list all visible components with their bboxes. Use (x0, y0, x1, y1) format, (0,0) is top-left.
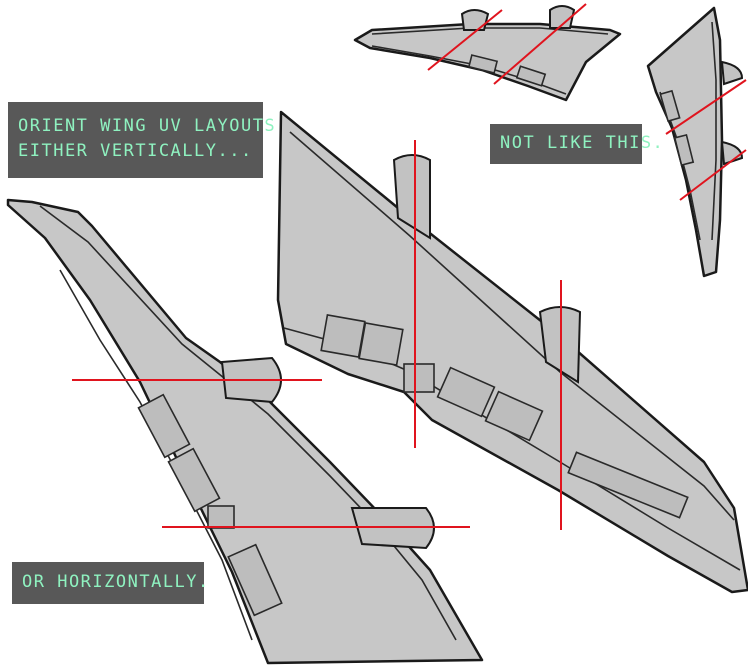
wing-wrong-top-guide-1 (427, 9, 503, 71)
wing-vertical-flap-2 (167, 447, 221, 513)
wing-wrong-right (646, 6, 747, 278)
wing-vertical-flap-1 (137, 393, 191, 459)
caption-horizontal-text: OR HORIZONTALLY. (22, 572, 210, 592)
wing-horizontal-flap-3 (436, 366, 496, 418)
wing-horizontal-engine-inboard (392, 154, 431, 240)
wing-wrong-top-flap-1 (467, 54, 499, 74)
wing-wrong-right-slats (711, 21, 717, 241)
wing-horizontal-flap-root (403, 363, 435, 393)
caption-not-like-this-text: NOT LIKE THIS. (500, 133, 665, 153)
wing-vertical-flap-3 (227, 543, 283, 617)
caption-horizontal: OR HORIZONTALLY. (12, 562, 210, 604)
caption-vertical: ORIENT WING UV LAYOUTS EITHER VERTICALLY… (8, 102, 277, 178)
wing-horizontal-flap-outboard (567, 451, 689, 519)
wing-horizontal-outline (276, 110, 748, 594)
wing-wrong-right-engine-2 (720, 140, 744, 166)
wing-horizontal-flap-1 (320, 314, 366, 358)
wing-wrong-top-guide-2 (493, 3, 587, 85)
wing-wrong-top-slats (371, 27, 609, 35)
wing-vertical-flap-root (207, 505, 235, 529)
wing-horizontal-flap-2 (358, 322, 404, 366)
wing-wrong-right-guide-1 (665, 79, 747, 135)
wing-wrong-right-guide-2 (679, 149, 747, 201)
caption-vertical-line1: ORIENT WING UV LAYOUTS (18, 116, 277, 136)
caption-vertical-line2: EITHER VERTICALLY... (18, 141, 253, 161)
wing-horizontal-flap-4 (484, 390, 544, 442)
wing-wrong-right-flap-1 (659, 89, 681, 123)
wing-vertical-leading-edge-slats (39, 205, 457, 641)
wing-wrong-top-engine-1 (460, 9, 490, 31)
wing-wrong-right-flap-2 (673, 133, 695, 167)
wing-wrong-top (353, 3, 622, 102)
wing-wrong-top-engine-2 (549, 5, 576, 29)
wing-wrong-top-flap-2 (515, 65, 547, 87)
wing-vertical (6, 198, 484, 665)
wing-horizontal (276, 110, 748, 594)
wing-vertical-outline (6, 198, 484, 665)
caption-not-like-this: NOT LIKE THIS. (490, 124, 665, 164)
wing-wrong-right-engine-1 (720, 60, 744, 86)
